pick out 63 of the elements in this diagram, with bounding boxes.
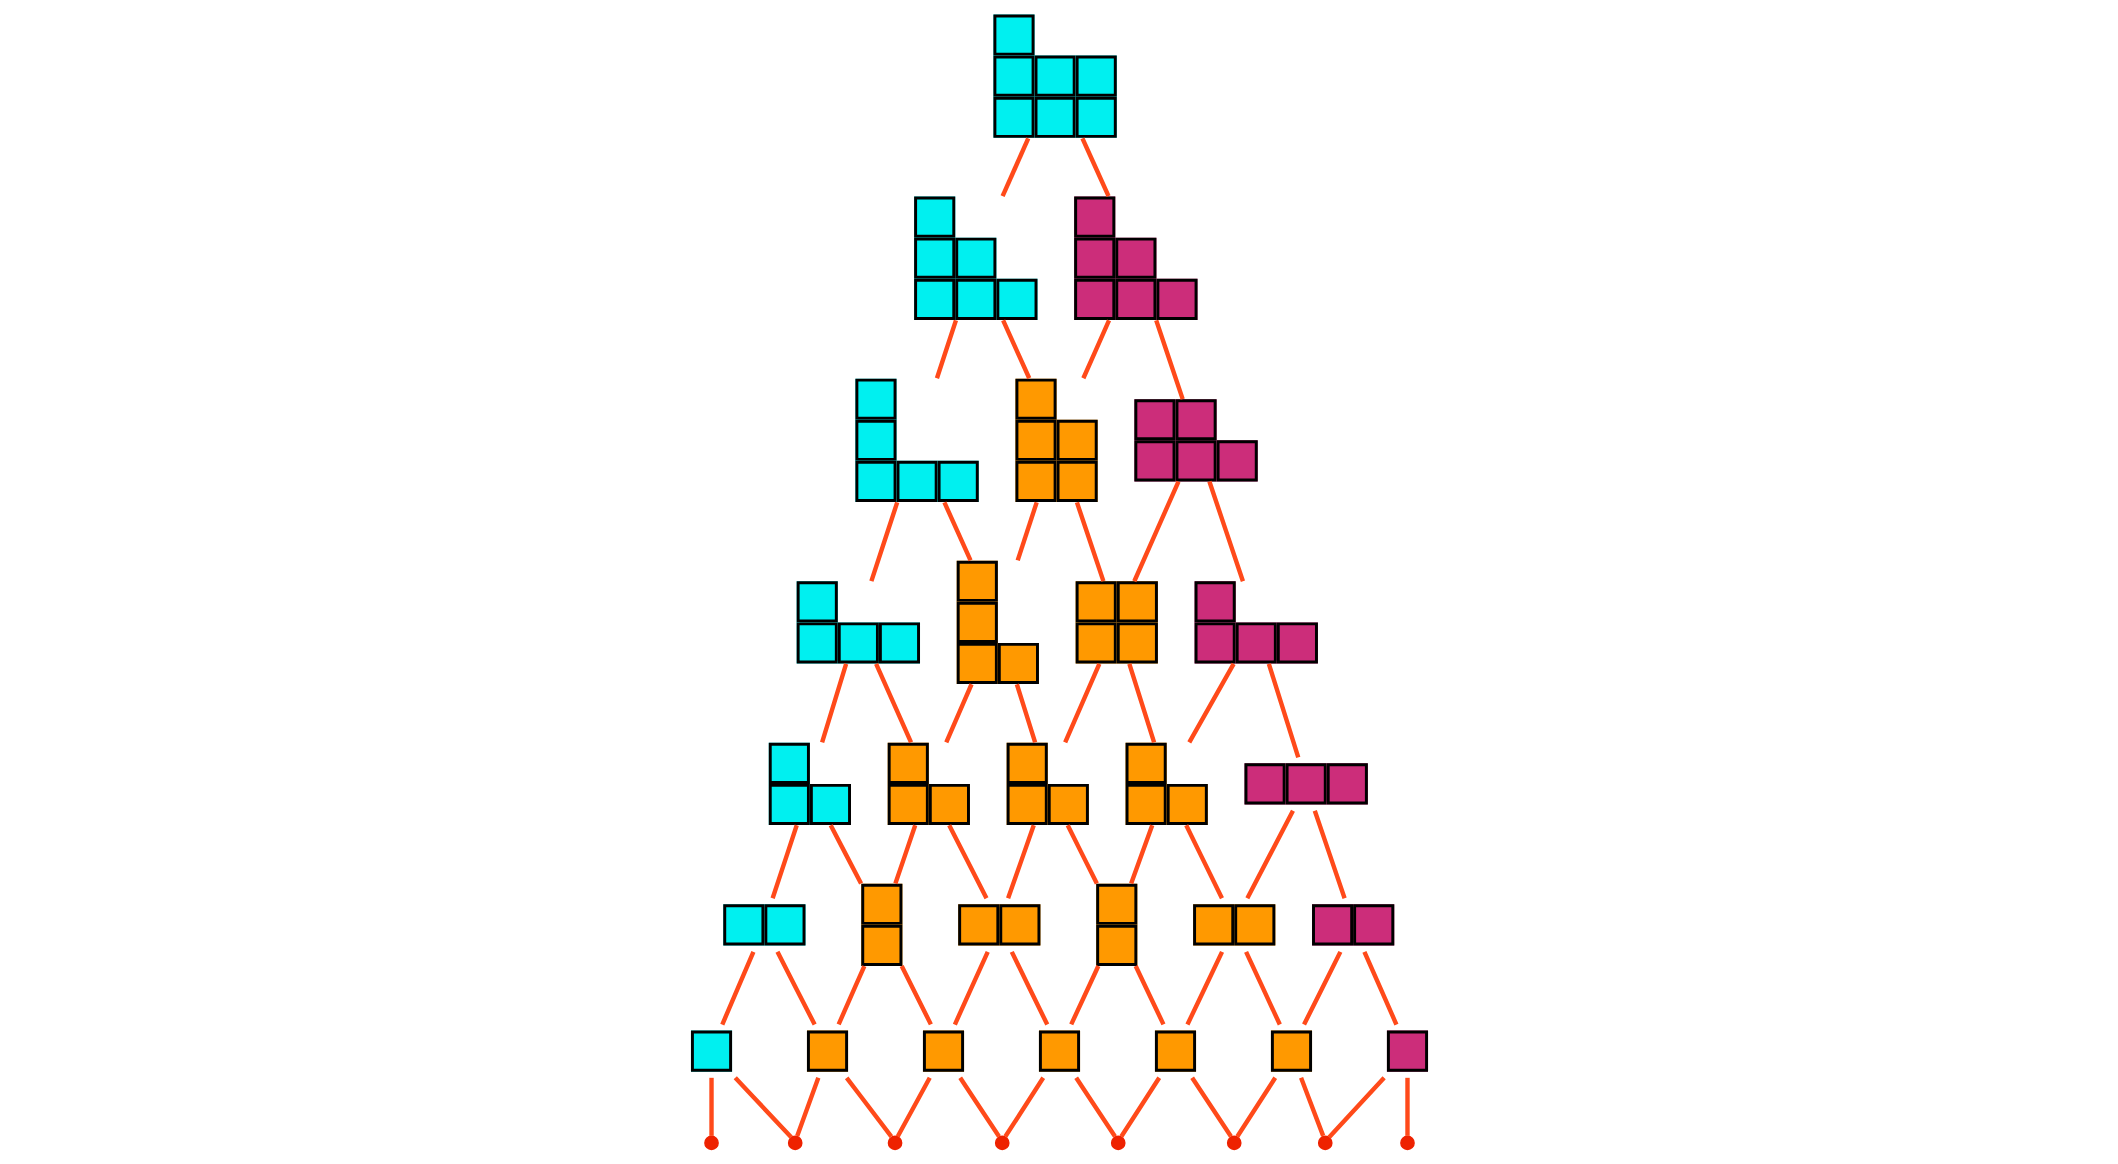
node-circle: [787, 1135, 803, 1151]
connector: [1189, 1076, 1233, 1138]
connector: [1186, 662, 1236, 744]
connector: [1301, 950, 1342, 1026]
connector: [1206, 480, 1245, 582]
connector: [1128, 824, 1154, 885]
connector: [946, 824, 988, 900]
connector: [1243, 950, 1282, 1026]
node-circle: [1110, 1135, 1126, 1151]
connector: [1126, 663, 1156, 744]
connector: [1000, 319, 1031, 380]
connector: [943, 683, 974, 744]
connector: [708, 1077, 714, 1136]
connector: [1184, 950, 1224, 1026]
node-circle: [994, 1135, 1010, 1151]
connector: [899, 965, 933, 1026]
connector: [1065, 824, 1099, 885]
connector: [819, 663, 848, 744]
connector: [1062, 663, 1101, 744]
connector: [1079, 137, 1111, 198]
node-circle: [887, 1135, 902, 1151]
connector: [1015, 501, 1039, 561]
connector: [1131, 480, 1180, 583]
connector: [1153, 319, 1185, 400]
connector: [952, 950, 990, 1026]
connector: [1074, 501, 1105, 582]
connector: [1244, 809, 1295, 900]
connector: [775, 950, 817, 1026]
connector: [1183, 824, 1224, 900]
connector: [1005, 824, 1036, 900]
connector: [1073, 1076, 1117, 1138]
node-circle: [703, 1135, 719, 1151]
connector: [1404, 1077, 1410, 1136]
connector: [1068, 965, 1100, 1026]
connector: [868, 501, 899, 582]
connector: [1000, 137, 1030, 198]
connector: [1080, 319, 1111, 380]
connector: [1119, 1076, 1161, 1138]
connector: [941, 501, 973, 562]
connector: [828, 824, 863, 885]
node-circle: [1399, 1135, 1415, 1151]
connector: [794, 1077, 820, 1137]
connector: [836, 965, 866, 1026]
connector: [844, 1076, 893, 1138]
connector: [719, 951, 755, 1026]
connector: [873, 662, 913, 744]
connector: [957, 1076, 1001, 1138]
connector: [1361, 950, 1398, 1026]
connector: [1298, 1077, 1325, 1137]
connector: [1009, 950, 1049, 1026]
connector: [1327, 1076, 1386, 1139]
connector: [770, 824, 799, 899]
node-circle: [1226, 1135, 1242, 1151]
node-circle: [1317, 1135, 1333, 1151]
connector: [1133, 965, 1165, 1026]
connector: [733, 1076, 793, 1139]
connector: [1266, 663, 1300, 758]
connector: [1003, 1076, 1045, 1138]
connector: [895, 1076, 932, 1138]
connector: [1014, 683, 1037, 743]
connector: [934, 319, 958, 379]
connector: [1235, 1076, 1277, 1138]
connector: [892, 824, 917, 885]
